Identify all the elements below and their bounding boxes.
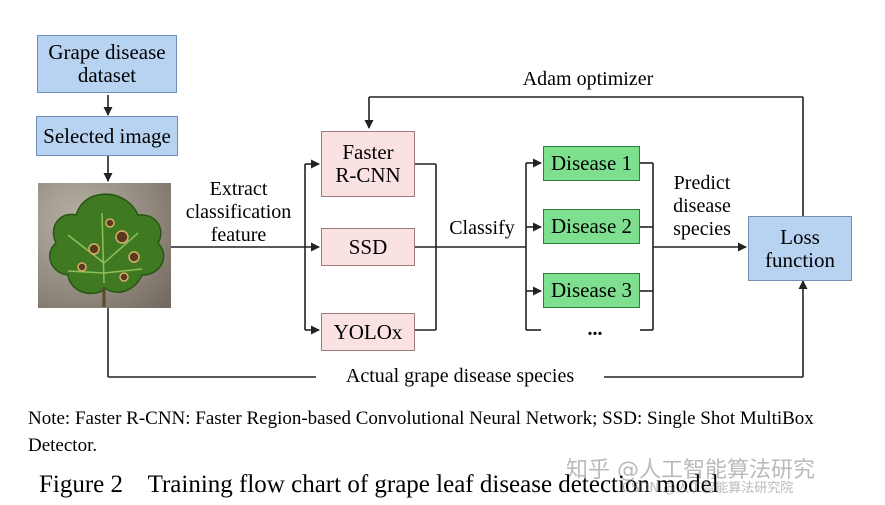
grape-leaf-image — [38, 183, 171, 308]
figure-caption: Figure 2 Training flow chart of grape le… — [39, 471, 719, 498]
extract-feature-label: Extract classification feature — [185, 178, 292, 246]
model-box-faster-rcnn: Faster R-CNN — [321, 131, 415, 197]
model-label-faster-rcnn: Faster R-CNN — [335, 140, 401, 187]
disease-box-3: Disease 3 — [543, 273, 640, 308]
model-label-yolox: YOLOx — [333, 319, 403, 344]
adam-optimizer-label: Adam optimizer — [522, 68, 654, 90]
dataset-box: Grape disease dataset — [37, 35, 177, 93]
loss-function-box: Loss function — [748, 216, 852, 281]
watermark: 知乎 @人工智能算法研究 — [566, 458, 815, 483]
figure-note: Note: Faster R-CNN: Faster Region-based … — [28, 408, 814, 456]
disease-label-3: Disease 3 — [550, 278, 633, 302]
model-label-ssd: SSD — [348, 234, 388, 259]
dataset-label: Grape disease dataset — [48, 40, 166, 87]
predict-species-label: Predict disease species — [673, 172, 731, 240]
connector-lines — [103, 95, 808, 378]
more-diseases-ellipsis: ... — [587, 318, 603, 340]
selected-image-box: Selected image — [36, 116, 178, 156]
disease-box-2: Disease 2 — [543, 209, 640, 244]
watermark-small: CSDN @人工智能算法研究院 — [622, 481, 794, 496]
loss-function-label: Loss function — [765, 224, 835, 272]
disease-label-2: Disease 2 — [550, 214, 633, 238]
model-box-ssd: SSD — [321, 228, 415, 266]
selected-image-label: Selected image — [43, 123, 171, 148]
disease-label-1: Disease 1 — [550, 151, 633, 175]
actual-species-label: Actual grape disease species — [316, 365, 604, 387]
disease-box-1: Disease 1 — [543, 146, 640, 181]
model-box-yolox: YOLOx — [321, 313, 415, 351]
classify-label: Classify — [449, 217, 515, 239]
